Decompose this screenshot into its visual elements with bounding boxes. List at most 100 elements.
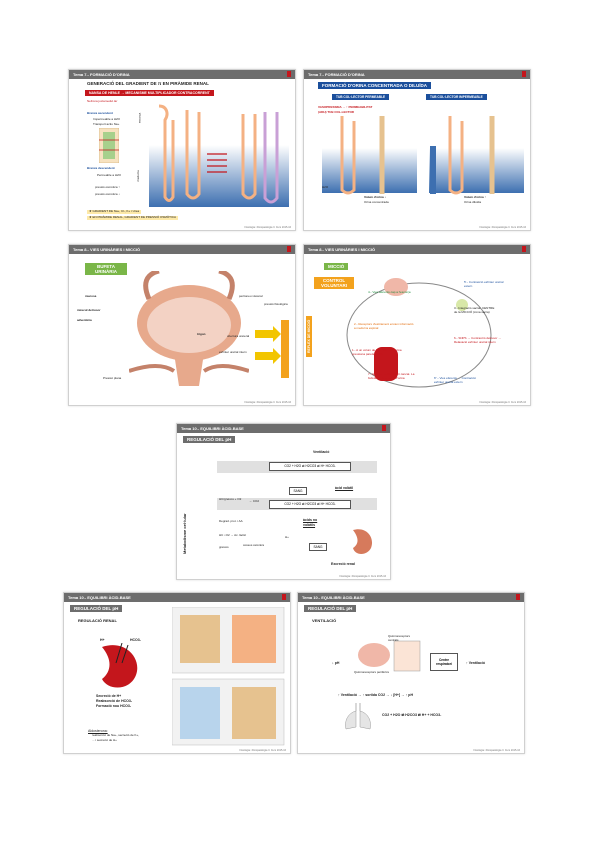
slide-header: Tema 10.- EQUILIBRI ÀCID-BASE bbox=[64, 593, 290, 602]
equation-mid: CO2 + H2O ⇌ H2CO3 ⇌ H+ HCO3- bbox=[269, 500, 351, 509]
lung-equation: CO2 + H2O ⇌ H2CO3 ⇌ H+ + HCO3- bbox=[382, 713, 442, 717]
desc-line-1: Permeable a H2O bbox=[97, 173, 122, 177]
asc-line-1: Impermeable a H2O bbox=[93, 117, 121, 121]
resp-centre-label: Centre respiratori bbox=[436, 658, 452, 666]
lactic-label: HC ↓O2 → Ac. làctic bbox=[219, 533, 247, 537]
slide-concentrated-urine: Tema 7.- FORMACIÓ D'ORINA FORMACIÓ D'ORI… bbox=[303, 69, 531, 231]
brain-diagram bbox=[358, 640, 421, 672]
label-internal-sphincter: esfínter uretral intern bbox=[219, 350, 247, 354]
medulla-label: medul·la bbox=[135, 170, 140, 182]
aldosterone-line-2: ... i secreció de H+ bbox=[92, 738, 117, 742]
volatile-label: àcid volàtil bbox=[335, 486, 354, 490]
conclusion-1: ★ GRADIENT DE Na+, Cl-, K+ i Urea bbox=[87, 209, 142, 214]
slide-title: GENERACIÓ DEL GRADIENT DE π EN PIRÀMIDE … bbox=[87, 81, 209, 86]
step-4: 4.- Vies aferents cap a l'escorça bbox=[368, 290, 411, 294]
voluntary-line-1: CONTROL bbox=[322, 278, 346, 283]
slide-footer: Fisiologia i Fisiopatologia II. Curs 201… bbox=[479, 226, 526, 229]
renal-line-3: Formació nou HCO3- bbox=[96, 704, 132, 708]
hc-label: HC/greixos + O2 bbox=[219, 497, 242, 501]
ref-label: Nefrona juxtamedul·lar bbox=[87, 99, 118, 103]
university-logo bbox=[522, 71, 527, 77]
adh-line-1: VASOPRESSINA → ↑ PERMEABILITAT bbox=[318, 105, 373, 109]
step-6: 6.- SNPS → Contracció detrusor → Relaxac… bbox=[454, 336, 502, 344]
nephron-loops bbox=[158, 104, 279, 204]
nonvolatile-2: volàtils bbox=[303, 523, 316, 527]
reflex-tag: REFLEX DE MICCIÓ bbox=[306, 315, 312, 357]
step-2: 2.- Receptors d'estirament envien inform… bbox=[354, 322, 414, 330]
resp-centre-box: Centre respiratori bbox=[430, 653, 458, 671]
step-8: 6''.- Vies eferents → Contracció esfínte… bbox=[434, 376, 476, 384]
left-type: Orina concentrada bbox=[364, 200, 389, 204]
right-type: Orina diluïda bbox=[464, 200, 482, 204]
slide-title-bar: REGULACIÓ DEL pH bbox=[183, 436, 236, 443]
step-1: 1.- A un volum de 300-400 mL, l'orina pr… bbox=[352, 348, 402, 356]
slide-footer: Fisiologia i Fisiopatologia II. Curs 201… bbox=[244, 226, 291, 229]
vent-chain: ↑ Ventilació → ↑ sortida CO2 → ↓ [H+] → … bbox=[338, 693, 413, 697]
renal-line-2: Reabsorció de HCO3- bbox=[96, 699, 132, 703]
degr-label: Degrad. prot. i AA bbox=[219, 519, 243, 523]
left-gradient bbox=[322, 148, 417, 193]
pressure-arrows bbox=[255, 320, 289, 378]
asc-line-2: Transport actiu Na+ bbox=[93, 122, 120, 126]
h-label: H+ bbox=[285, 535, 289, 539]
slide-title-bar: REGULACIÓ DEL pH bbox=[70, 605, 123, 612]
right-tag: TUB COL·LECTOR IMPERMEABLE bbox=[426, 94, 487, 100]
nephron-figures bbox=[172, 607, 285, 746]
kidney-diagram bbox=[102, 643, 138, 688]
tag-line-1: BUFETA bbox=[97, 264, 115, 269]
left-tag: TUB COL·LECTOR PERMEABLE bbox=[332, 94, 390, 100]
conclusion-2: ★ EN PIRÀMIDE RENAL, GRADIENT DE PRESSIÓ… bbox=[87, 215, 178, 220]
university-logo bbox=[522, 246, 527, 252]
label-ureter-opening: obertura ureteral bbox=[227, 334, 250, 338]
step-3: 3.- Integració sacral: CENTRE de la MICC… bbox=[454, 306, 495, 314]
left-volume: Volum d'orina ↓ bbox=[364, 195, 386, 199]
bladder-diagram bbox=[129, 271, 249, 386]
renal-subtitle: REGULACIÓ RENAL bbox=[78, 618, 117, 623]
asc-cells-diagram bbox=[99, 128, 119, 163]
ventilation-label: Ventilació bbox=[313, 450, 330, 454]
cortex-label: escorça bbox=[137, 112, 142, 124]
collecting-ducts bbox=[340, 116, 495, 195]
adh-line-2: (ADH) TUB COL·LECTOR bbox=[318, 110, 354, 114]
slide-header: Tema 10.- EQUILIBRI ÀCID-BASE bbox=[298, 593, 524, 602]
slide-header: Tema 7.- FORMACIÓ D'ORINA bbox=[304, 70, 530, 79]
slide-micturition: Tema 8.- VIES URINÀRIES I MICCIÓ MICCIÓ … bbox=[303, 244, 531, 406]
slide-footer: Fisiologia i Fisiopatologia II. Curs 201… bbox=[339, 575, 386, 578]
slide-header: Tema 7.- FORMACIÓ D'ORINA bbox=[69, 70, 295, 79]
vent-up-label: ↑ Ventilació bbox=[466, 661, 486, 665]
lungs-image bbox=[345, 703, 371, 730]
label-adventitia: adventícia bbox=[77, 318, 92, 322]
chemo-central: Quimioreceptors centrals bbox=[388, 634, 411, 642]
tag-line-2: URINÀRIA bbox=[95, 269, 117, 274]
step-7: 7.- Esfínter uretral intern tancat. La b… bbox=[368, 372, 415, 380]
university-logo bbox=[382, 425, 387, 431]
asc-title: Branca ascendent bbox=[87, 111, 113, 115]
label-peritoneum: peritoneu visceral bbox=[239, 294, 263, 298]
slide-renal-regulation: Tema 10.- EQUILIBRI ÀCID-BASE REGULACIÓ … bbox=[63, 592, 291, 754]
voluntary-tag: CONTROL VOLUNTARI bbox=[314, 277, 354, 289]
university-logo bbox=[516, 594, 521, 600]
aldosterone-label: Aldosterona: bbox=[88, 729, 108, 733]
university-logo bbox=[287, 246, 292, 252]
legend-pressure-down: pressió osmòtica ↓ bbox=[95, 192, 120, 196]
h2o-label: H2O bbox=[322, 185, 329, 189]
label-detrusor: múscul detrusor bbox=[77, 308, 101, 312]
slide-footer: Fisiologia i Fisiopatologia II. Curs 201… bbox=[479, 401, 526, 404]
equation-top: CO2 + H2O ⇌ H2CO3 ⇌ H+ HCO3- bbox=[269, 462, 351, 471]
label-floor: Pressió plana bbox=[103, 376, 122, 380]
right-gradient bbox=[429, 148, 524, 193]
right-volume: Volum d'orina ↑ bbox=[464, 195, 486, 199]
slide-title-bar: REGULACIÓ DEL pH bbox=[304, 605, 357, 612]
step-5: 5'.- Contracció esfínter uretral extern bbox=[464, 280, 504, 288]
metabolism-label: Metabolisme cel·lular bbox=[182, 513, 187, 554]
slide-ph-regulation: Tema 10.- EQUILIBRI ÀCID-BASE REGULACIÓ … bbox=[176, 423, 391, 580]
h-label: H+ bbox=[100, 638, 105, 642]
renal-label: Excreció renal bbox=[331, 562, 355, 566]
slide-footer: Fisiologia i Fisiopatologia II. Curs 201… bbox=[239, 749, 286, 752]
slide-ventilation: Tema 10.- EQUILIBRI ÀCID-BASE REGULACIÓ … bbox=[297, 592, 525, 754]
sang-box-1: SANG bbox=[289, 487, 307, 495]
label-trigone: trígon bbox=[197, 332, 206, 336]
aldosterone-line-1: reabsorció de Na+, secreció de K+, bbox=[92, 733, 140, 737]
label-mucosa: mucosa bbox=[85, 294, 97, 298]
nonvolatile-1: àcids no bbox=[303, 518, 318, 522]
